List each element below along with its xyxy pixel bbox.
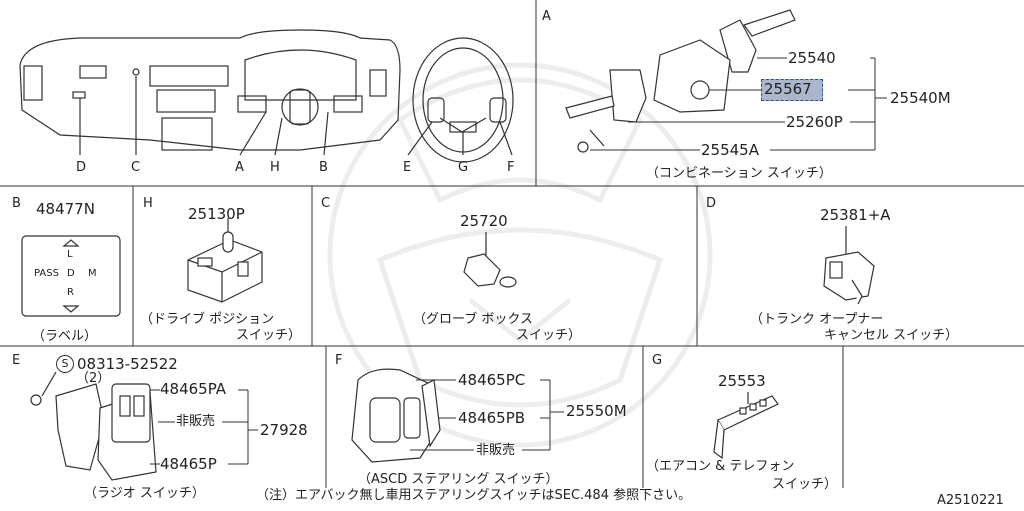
section-f-letter: F xyxy=(335,353,343,368)
part-25720[interactable]: 25720 xyxy=(460,212,508,230)
aircon-telephone-switch-drawing xyxy=(713,392,779,460)
overview-letter-e: E xyxy=(403,160,412,175)
section-a-letter: A xyxy=(542,9,551,24)
overview-letter-g: G xyxy=(458,160,469,175)
watermark-emblem xyxy=(327,62,713,448)
section-g-letter: G xyxy=(652,353,663,368)
section-g-caption-2: スイッチ） xyxy=(772,477,838,492)
section-d-caption-1: （トランク オープナー xyxy=(750,312,884,327)
screw-circle-s-icon: S xyxy=(56,355,74,373)
part-48465pc[interactable]: 48465PC xyxy=(458,371,526,389)
not-for-sale-f: 非販売 xyxy=(476,443,516,458)
section-c-caption-1: （グローブ ボックス xyxy=(413,312,533,327)
section-d-caption-2: キャンセル スイッチ） xyxy=(824,328,959,343)
pass-label-drawing xyxy=(21,235,121,317)
label-m-text: M xyxy=(88,268,97,279)
section-b-letter: B xyxy=(12,196,21,211)
section-a-caption: （コンビネーション スイッチ） xyxy=(646,166,832,181)
trunk-opener-switch-drawing xyxy=(823,226,875,305)
overview-letter-b: B xyxy=(319,160,328,175)
section-h-letter: H xyxy=(143,196,153,211)
section-f-caption: （ASCD ステアリング スイッチ） xyxy=(358,472,559,487)
part-48477n[interactable]: 48477N xyxy=(36,200,95,218)
overview-letter-h: H xyxy=(270,160,280,175)
diagram-id: A2510221 xyxy=(937,493,1004,508)
not-for-sale-e: 非販売 xyxy=(176,414,216,429)
section-a-leaders xyxy=(590,57,887,151)
part-25260p[interactable]: 25260P xyxy=(786,113,843,131)
screw-quantity: （2） xyxy=(76,371,111,386)
section-d-letter: D xyxy=(706,196,717,211)
ascd-steering-switch-drawing xyxy=(351,368,441,463)
steering-wheel-drawing xyxy=(407,37,514,163)
drive-position-switch-drawing xyxy=(187,218,263,303)
dashboard-drawing xyxy=(19,29,401,156)
overview-letter-c: C xyxy=(131,160,141,175)
part-48465pa[interactable]: 48465PA xyxy=(160,380,227,398)
section-c-letter: C xyxy=(321,196,331,211)
highlight-25567 xyxy=(761,79,823,101)
radio-switch-drawing xyxy=(30,371,157,481)
label-d-text: D xyxy=(67,268,75,279)
section-e-letter: E xyxy=(12,353,21,368)
part-25540[interactable]: 25540 xyxy=(788,49,836,67)
part-27928[interactable]: 27928 xyxy=(260,421,308,439)
label-pass-text: PASS xyxy=(34,268,59,279)
section-e-caption: （ラジオ スイッチ） xyxy=(84,486,205,501)
part-25550m[interactable]: 25550M xyxy=(566,402,627,420)
combination-switch-drawing xyxy=(565,9,796,153)
label-l-text: L xyxy=(67,249,73,260)
section-b-caption: （ラベル） xyxy=(32,329,98,344)
part-25553[interactable]: 25553 xyxy=(718,372,766,390)
section-h-caption-1: （ドライブ ポジション xyxy=(140,312,275,327)
overview-letter-f: F xyxy=(507,160,515,175)
section-grid xyxy=(0,0,1024,488)
footnote: （注）エアバック無し車用ステアリングスイッチはSEC.484 参照下さい。 xyxy=(256,488,692,503)
label-r-text: R xyxy=(67,287,74,298)
part-25567[interactable]: 25567 xyxy=(764,80,812,98)
part-25130p[interactable]: 25130P xyxy=(188,205,245,223)
glove-box-switch-drawing xyxy=(463,232,517,288)
overview-letter-d: D xyxy=(76,160,87,175)
overview-letter-a: A xyxy=(235,160,244,175)
section-e-leaders xyxy=(150,389,258,465)
section-f-leaders xyxy=(410,379,564,451)
part-25545a[interactable]: 25545A xyxy=(701,141,759,159)
section-h-caption-2: スイッチ） xyxy=(236,328,302,343)
part-25381a[interactable]: 25381+A xyxy=(820,206,891,224)
section-c-caption-2: スイッチ） xyxy=(516,328,582,343)
part-25540m[interactable]: 25540M xyxy=(890,89,951,107)
section-g-caption-1: （エアコン & テレフォン xyxy=(646,459,795,474)
part-08313-52522[interactable]: 08313-52522 xyxy=(77,355,178,373)
part-48465pb[interactable]: 48465PB xyxy=(458,409,526,427)
part-48465p[interactable]: 48465P xyxy=(160,455,217,473)
